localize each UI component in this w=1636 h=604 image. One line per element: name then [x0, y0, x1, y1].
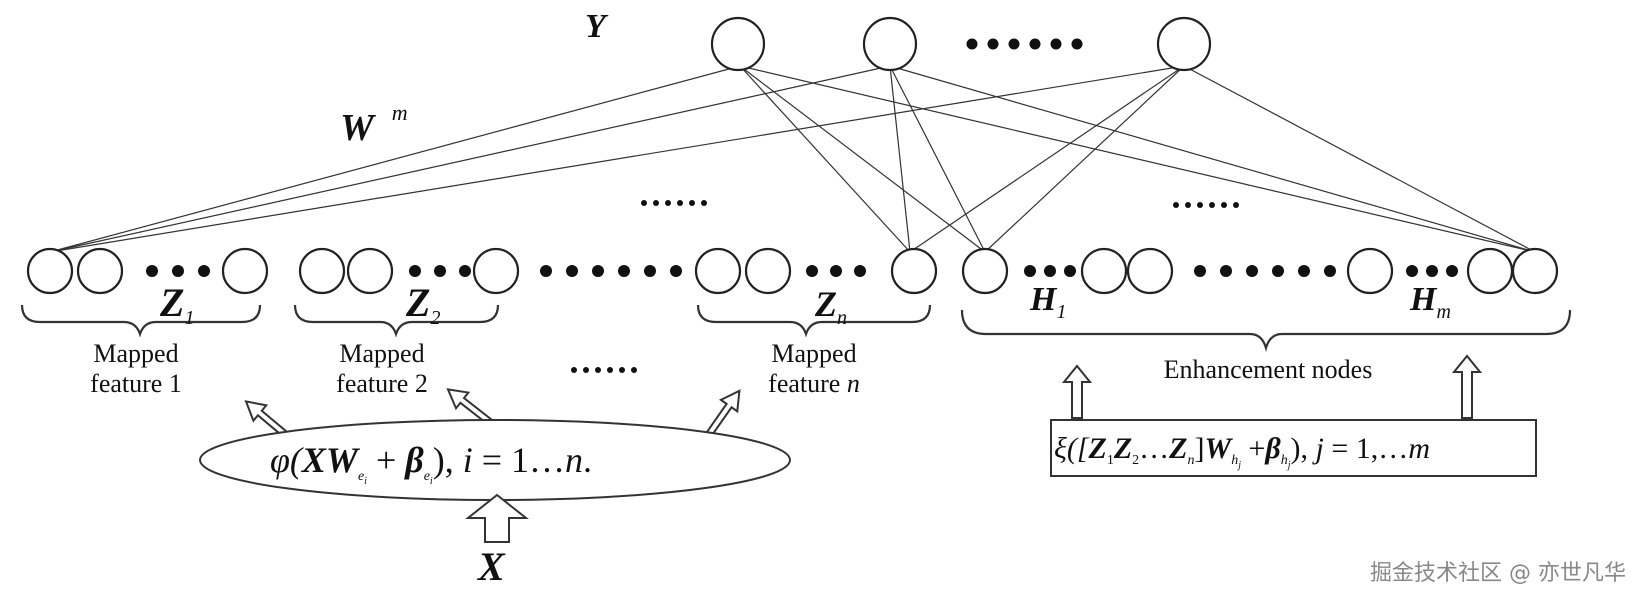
- output-node: [710, 16, 766, 72]
- feature-braces: [20, 304, 932, 338]
- mapped-feature-n-label-line2: feature n: [768, 369, 860, 398]
- hm-symbol: Hm: [1409, 281, 1451, 323]
- input-symbol: X: [476, 544, 506, 589]
- input-up-arrow-icon: [465, 493, 529, 543]
- enhancement-top-ellipsis: [1173, 202, 1239, 208]
- enhancement-brace: [960, 309, 1572, 352]
- h1-symbol: H1: [1029, 281, 1066, 323]
- output-node: [1156, 16, 1212, 72]
- mapped-feature-2-label-line1: Mapped: [339, 339, 424, 368]
- weight-label: W m: [340, 100, 408, 149]
- feature-nodes: [26, 247, 938, 295]
- zn-symbol: Zn: [814, 284, 847, 329]
- weight-connections: [49, 65, 1536, 253]
- output-node: [862, 16, 918, 72]
- middle-ellipsis: [641, 200, 707, 206]
- enhancement-up-arrow-icon: [1061, 364, 1093, 419]
- z1-symbol: Z1: [159, 280, 194, 329]
- enhancement-function-box: [1050, 419, 1537, 477]
- z2-symbol: Z2: [405, 280, 440, 329]
- output-ellipsis: [966, 38, 1083, 50]
- enhancement-node-row: [961, 247, 1559, 295]
- mapped-feature-2-label-line2: feature 2: [336, 369, 428, 398]
- output-symbol: Y: [585, 8, 609, 45]
- mapped-feature-1-label-line2: feature 1: [90, 369, 182, 398]
- mapped-feature-1-label-line1: Mapped: [93, 339, 178, 368]
- mapping-formula: φ(XWei + βei), i = 1…n.: [270, 440, 592, 487]
- output-layer: [710, 16, 1212, 72]
- watermark: 掘金技术社区 @ 亦世凡华: [1370, 561, 1626, 586]
- enhancement-formula: ξ([Z1Z2…Zn]Whj +βhj), j = 1,…m: [1054, 432, 1430, 471]
- mapped-feature-n-label-line1: Mapped: [771, 339, 856, 368]
- enhancement-nodes-label: Enhancement nodes: [1164, 355, 1373, 384]
- enhancement-up-arrow-icon: [1451, 354, 1483, 419]
- lower-ellipsis: [571, 367, 637, 373]
